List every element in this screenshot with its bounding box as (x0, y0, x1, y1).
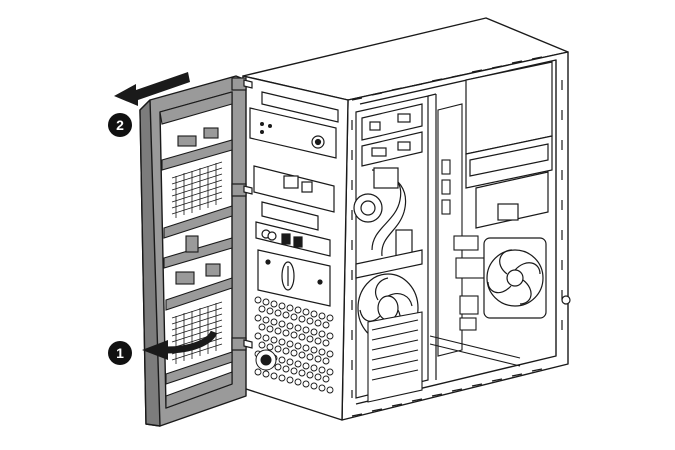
front-perforation (254, 296, 334, 394)
front-io-panel (253, 165, 335, 257)
front-drive-bays (249, 91, 339, 159)
step-1-number: 1 (116, 345, 124, 361)
top-edge-slots (351, 56, 563, 417)
bezel-mesh-areas (171, 161, 223, 364)
step-2-arrow (114, 72, 190, 106)
interior-power-supply (465, 61, 553, 229)
optical-drive-bay (261, 91, 339, 123)
bezel-front-edge (139, 99, 161, 427)
chassis-rear-latch (561, 295, 571, 305)
bezel-detail-tabs (175, 127, 221, 285)
interior-rear-fan (483, 237, 547, 319)
front-vent-panel (257, 249, 331, 307)
bezel-hinges (231, 77, 253, 351)
front-speaker-grille (255, 349, 277, 371)
step-2-badge: 2 (108, 113, 132, 137)
bezel-inner-ribs (159, 91, 233, 409)
step-1-badge: 1 (108, 341, 132, 365)
chassis-inner-edge (355, 59, 557, 405)
interior-cable-bundle (353, 167, 413, 259)
interior-motherboard (429, 103, 521, 367)
step-1-arrow (142, 330, 218, 360)
interior-expansion-slots (367, 311, 423, 403)
step-2-number: 2 (116, 117, 124, 133)
